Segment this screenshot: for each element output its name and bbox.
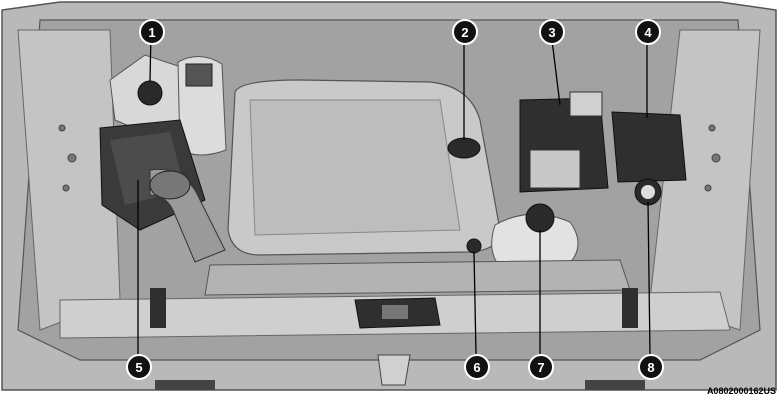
callout-2: 2 (452, 19, 478, 45)
callout-1: 1 (139, 19, 165, 45)
callout-6: 6 (464, 354, 490, 380)
callout-3: 3 (539, 19, 565, 45)
callout-5: 5 (126, 354, 152, 380)
callout-8: 8 (638, 354, 664, 380)
callout-4: 4 (635, 19, 661, 45)
figure-id: A0802000162US (707, 386, 776, 396)
callout-7: 7 (528, 354, 554, 380)
